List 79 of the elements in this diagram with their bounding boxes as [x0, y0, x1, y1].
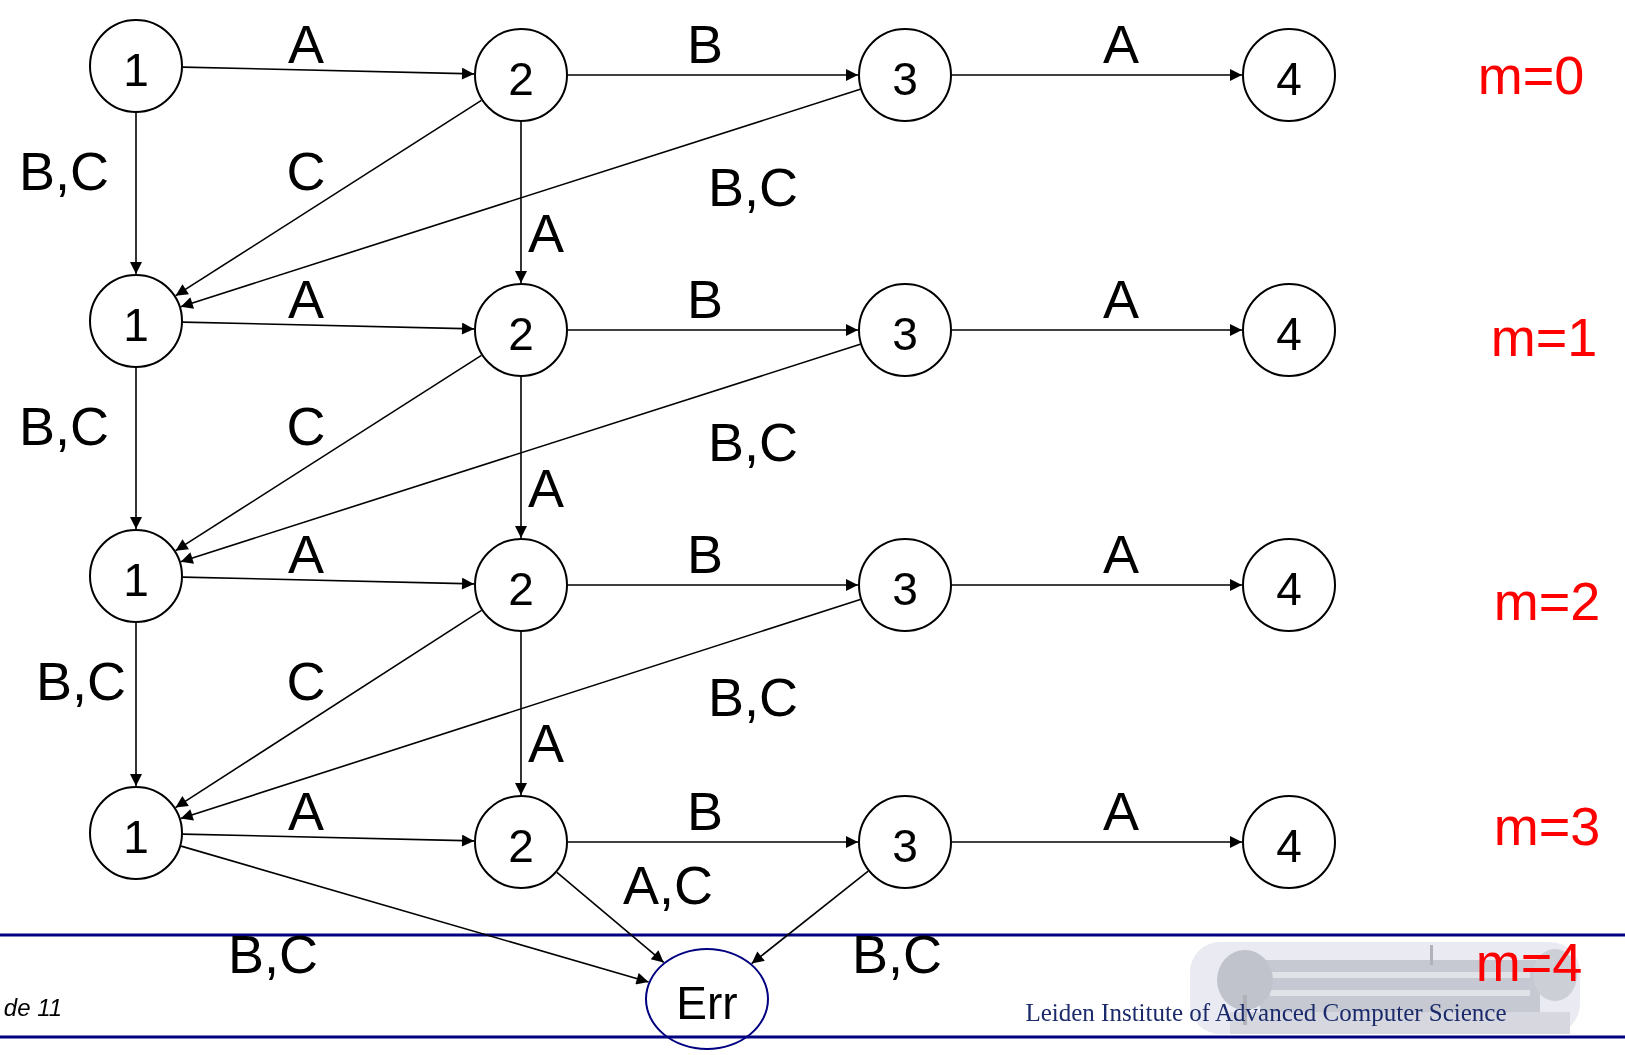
arrow — [174, 99, 483, 297]
arrow — [179, 343, 862, 564]
state-label: 1 — [123, 810, 149, 860]
edge-label: C — [286, 399, 326, 453]
state-label: 3 — [892, 52, 918, 102]
edge-label: A,C — [623, 858, 713, 912]
edge-label: A — [288, 17, 324, 71]
arrow — [182, 833, 475, 847]
arrow — [130, 367, 142, 530]
edge-label: B,C — [852, 927, 942, 981]
edge-label: B,C — [36, 654, 126, 708]
arrow — [182, 321, 475, 335]
state-label: 1 — [123, 553, 149, 603]
arrow — [179, 88, 862, 309]
arrow — [179, 598, 862, 821]
arrow — [750, 870, 869, 965]
level-label: m=2 — [1493, 574, 1601, 628]
edge-label: A — [1103, 784, 1139, 838]
state-label: 4 — [1276, 819, 1302, 869]
arrow — [180, 845, 650, 985]
arrow — [951, 579, 1243, 591]
arrow — [567, 324, 859, 336]
state-label: 3 — [892, 562, 918, 612]
arrow — [130, 112, 142, 275]
state-label: 3 — [892, 819, 918, 869]
error-state-ellipse — [645, 948, 769, 1050]
state-label: 2 — [508, 819, 534, 869]
edge-label: A — [288, 272, 324, 326]
arrow — [951, 836, 1243, 848]
arrow — [567, 836, 859, 848]
arrow — [515, 376, 527, 539]
state-label: 2 — [508, 307, 534, 357]
edge-label: B — [687, 272, 723, 326]
arrow — [567, 579, 859, 591]
edge-label: A — [528, 716, 564, 770]
arrow — [556, 871, 665, 964]
edge-label: B — [687, 17, 723, 71]
footer-text: Leiden Institute of Advanced Computer Science — [1025, 999, 1507, 1025]
slide-number: de 11 — [3, 996, 63, 1020]
arrow — [567, 69, 859, 81]
level-label: m=1 — [1490, 310, 1598, 364]
level-label: m=4 — [1475, 935, 1583, 989]
state-label: 1 — [123, 298, 149, 348]
edge-label: A — [288, 784, 324, 838]
arrow — [951, 69, 1243, 81]
edge-label: B,C — [708, 670, 798, 724]
edge-label: A — [528, 461, 564, 515]
edge-label: C — [286, 144, 326, 198]
arrow — [515, 121, 527, 284]
state-label: 4 — [1276, 52, 1302, 102]
arrow — [174, 354, 483, 552]
edge-label: C — [286, 654, 326, 708]
state-label: 2 — [508, 562, 534, 612]
arrow — [182, 576, 475, 590]
edge-label: B,C — [19, 399, 109, 453]
edge-label: B,C — [19, 144, 109, 198]
arrow — [515, 631, 527, 796]
arrow — [951, 324, 1243, 336]
arrow — [174, 609, 483, 809]
edge-label: A — [1103, 272, 1139, 326]
edge-label: A — [1103, 527, 1139, 581]
state-label: 2 — [508, 52, 534, 102]
state-label: Err — [676, 976, 738, 1026]
arrow — [130, 622, 142, 787]
level-label: m=0 — [1477, 48, 1585, 102]
edge-label: B — [687, 527, 723, 581]
edge-label: B,C — [708, 415, 798, 469]
edge-label: B,C — [708, 160, 798, 214]
edge-label: A — [288, 527, 324, 581]
edge-label: A — [1103, 17, 1139, 71]
state-label: 4 — [1276, 307, 1302, 357]
state-label: 1 — [123, 43, 149, 93]
edge-label: B — [687, 784, 723, 838]
level-label: m=3 — [1493, 799, 1601, 853]
state-label: 4 — [1276, 562, 1302, 612]
arrow — [182, 66, 475, 80]
edge-label: A — [528, 206, 564, 260]
state-label: 3 — [892, 307, 918, 357]
edge-label: B,C — [228, 927, 318, 981]
